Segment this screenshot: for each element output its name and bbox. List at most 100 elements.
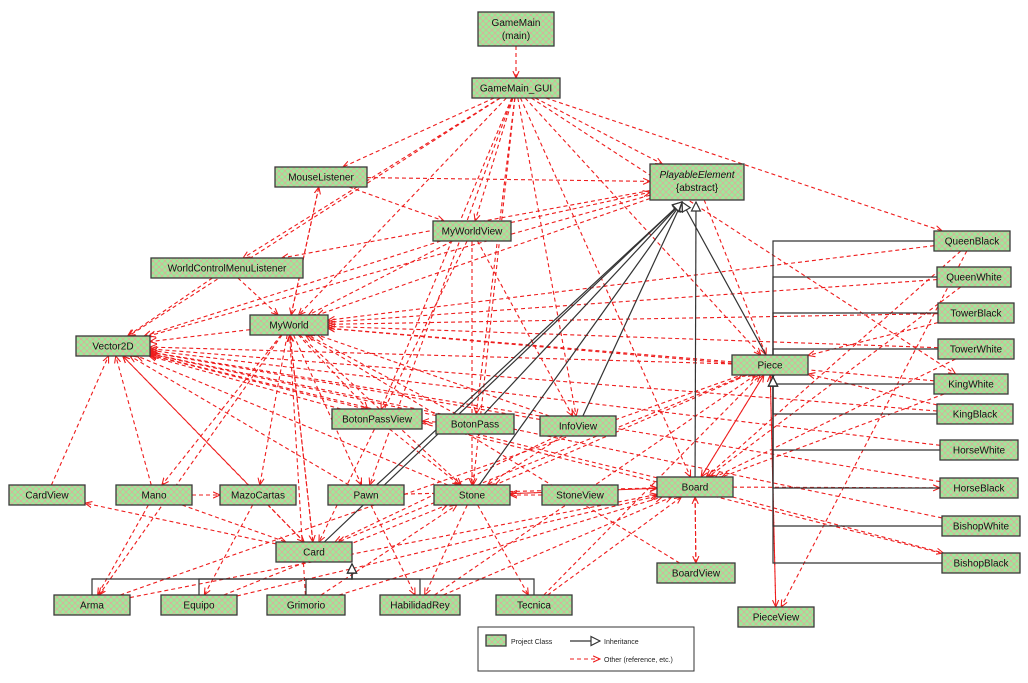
dependency-mazo-cartas-to-equipo — [204, 504, 254, 595]
legend-inheritance: Inheritance — [604, 639, 639, 646]
dependency-mouse-listener-to-playable-element — [366, 177, 650, 182]
dependency-info-view-to-card — [335, 435, 558, 542]
dependency-tower-white-to-my-world — [328, 326, 939, 349]
dependency-grimorio-to-board — [338, 497, 662, 596]
class-node-equipo[interactable]: Equipo — [160, 594, 238, 616]
dependency-pawn-to-vector2-d — [130, 356, 350, 486]
class-node-tower-black[interactable]: TowerBlack — [937, 302, 1015, 324]
inheritance-piece-extends-playable-element — [682, 202, 767, 356]
dependency-piece-to-card — [338, 374, 746, 542]
class-node-habilidad-rey[interactable]: HabilidadRey — [379, 594, 461, 616]
dependency-game-main-gui-to-playable-element — [535, 97, 662, 164]
dependency-piece-to-my-world — [328, 328, 733, 363]
class-node-piece[interactable]: Piece — [731, 354, 809, 376]
class-node-arma[interactable]: Arma — [53, 594, 131, 616]
class-node-king-black[interactable]: KingBlack — [936, 403, 1014, 425]
class-box — [656, 562, 736, 584]
dependency-my-world-to-arma — [99, 334, 283, 595]
inheritance-bishop-white-extends-piece — [773, 377, 942, 527]
class-node-info-view[interactable]: InfoView — [539, 415, 617, 437]
class-name: Mano — [141, 491, 166, 502]
class-node-board[interactable]: Board — [656, 476, 734, 498]
dependency-my-world-to-mazo-cartas — [260, 334, 288, 485]
class-node-mazo-cartas[interactable]: MazoCartas — [219, 484, 297, 506]
inheritance-king-white-extends-piece — [773, 377, 934, 384]
class-node-vector2-d[interactable]: Vector2D — [75, 335, 151, 357]
class-node-horse-black[interactable]: HorseBlack — [939, 477, 1019, 499]
class-name: TowerWhite — [950, 345, 1003, 356]
class-box — [379, 594, 461, 616]
class-box — [495, 594, 573, 616]
class-node-pawn[interactable]: Pawn — [327, 484, 405, 506]
class-node-bishop-white[interactable]: BishopWhite — [941, 515, 1021, 537]
class-node-my-world-view[interactable]: MyWorldView — [432, 220, 512, 242]
class-box — [266, 594, 346, 616]
class-name: StoneView — [556, 491, 604, 502]
dependency-world-control-menu-listener-to-vector2-d — [128, 277, 213, 336]
class-name: HabilidadRey — [390, 601, 449, 612]
class-box — [150, 257, 304, 279]
class-node-piece-view[interactable]: PieceView — [737, 606, 815, 628]
class-node-game-main[interactable]: GameMain(main) — [477, 11, 555, 47]
class-box — [936, 266, 1012, 288]
class-node-grimorio[interactable]: Grimorio — [266, 594, 346, 616]
class-box — [731, 354, 809, 376]
class-node-king-white[interactable]: KingWhite — [933, 373, 1009, 395]
class-name: BotonPass — [451, 420, 499, 431]
class-node-mano[interactable]: Mano — [115, 484, 193, 506]
class-node-stone[interactable]: Stone — [433, 484, 511, 506]
class-node-tecnica[interactable]: Tecnica — [495, 594, 573, 616]
class-node-horse-white[interactable]: HorseWhite — [939, 439, 1019, 461]
dependency-info-view-to-my-world — [318, 335, 550, 417]
class-box — [435, 413, 515, 435]
class-node-mouse-listener[interactable]: MouseListener — [274, 166, 368, 188]
class-box — [649, 163, 745, 201]
class-box — [53, 594, 131, 616]
inheritance-boton-pass-extends-playable-element — [483, 202, 682, 415]
class-name: GameMain — [492, 18, 541, 29]
class-node-tower-white[interactable]: TowerWhite — [937, 338, 1015, 360]
class-node-card-view[interactable]: CardView — [8, 484, 86, 506]
class-box — [737, 606, 815, 628]
class-name: PieceView — [753, 613, 800, 624]
class-name: WorldControlMenuListener — [168, 264, 287, 275]
class-box — [656, 476, 734, 498]
class-node-bishop-black[interactable]: BishopBlack — [941, 552, 1021, 574]
class-box — [939, 439, 1019, 461]
class-node-card[interactable]: Card — [275, 541, 353, 563]
inheritance-bishop-black-extends-piece — [773, 377, 942, 564]
class-name: HorseBlack — [953, 484, 1005, 495]
class-node-boton-pass-view[interactable]: BotonPassView — [331, 408, 423, 430]
class-node-board-view[interactable]: BoardView — [656, 562, 736, 584]
dependency-playable-element-to-my-world — [318, 197, 651, 315]
dependency-stone-to-tecnica — [477, 504, 529, 595]
class-node-stone-view[interactable]: StoneView — [541, 484, 619, 506]
class-box — [941, 552, 1021, 574]
inheritance-horse-black-extends-piece — [773, 377, 940, 489]
class-name: PlayableElement — [659, 170, 735, 181]
class-name: Vector2D — [92, 342, 133, 353]
class-node-queen-black[interactable]: QueenBlack — [933, 230, 1011, 252]
class-node-game-main-gui[interactable]: GameMain_GUI — [471, 77, 561, 99]
dependency-game-main-gui-to-king-white — [531, 97, 955, 374]
dependency-boton-pass-to-boton-pass-view — [422, 421, 437, 422]
class-node-boton-pass[interactable]: BotonPass — [435, 413, 515, 435]
dependency-card-view-to-vector2-d — [50, 356, 108, 486]
dependency-game-main-gui-to-mouse-listener — [343, 97, 495, 167]
dependency-mazo-cartas-to-vector2-d — [123, 356, 249, 486]
class-name: KingBlack — [953, 410, 998, 421]
dependency-stone-to-habilidad-rey — [425, 504, 468, 595]
class-box — [249, 314, 329, 336]
class-node-playable-element[interactable]: PlayableElement{abstract} — [649, 163, 745, 201]
dependency-piece-to-piece-view — [769, 374, 776, 607]
class-name: Pawn — [353, 491, 378, 502]
dependency-game-main-gui-to-vector2-d — [129, 97, 501, 336]
class-node-queen-white[interactable]: QueenWhite — [936, 266, 1012, 288]
class-node-my-world[interactable]: MyWorld — [249, 314, 329, 336]
class-name: MouseListener — [288, 173, 354, 184]
class-name: TowerBlack — [950, 309, 1002, 320]
class-node-world-control-menu-listener[interactable]: WorldControlMenuListener — [150, 257, 304, 279]
dependency-piece-to-vector2-d — [150, 347, 733, 365]
